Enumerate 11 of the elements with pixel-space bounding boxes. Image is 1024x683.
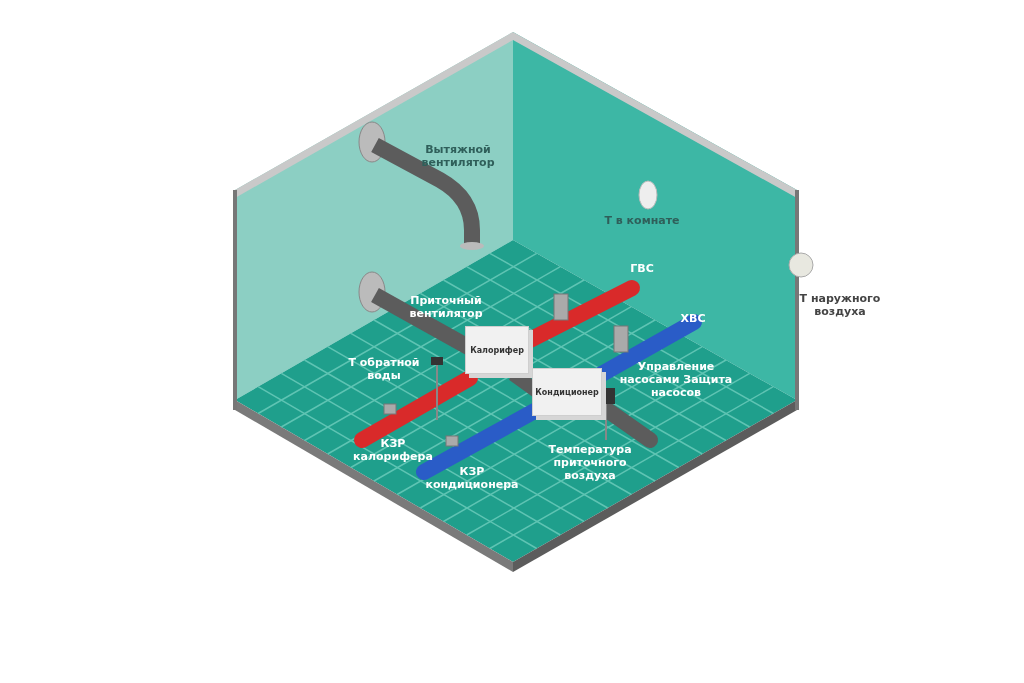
component-label: Приточный вентилятор <box>408 294 484 320</box>
component-label: ХВС <box>679 312 707 325</box>
component-label: Т обратной воды <box>348 356 420 382</box>
component-label: Температура приточного воздуха <box>547 443 633 482</box>
component-label: КЗР кондиционера <box>424 465 520 491</box>
component-label: КЗР калорифера <box>353 437 433 463</box>
component-label: Т наружного воздуха <box>798 292 882 318</box>
component-label: Т в комнате <box>603 214 681 227</box>
component-label: Вытяжной вентилятор <box>420 143 496 169</box>
component-label: ГВС <box>629 262 655 275</box>
component-label: Управление насосами Защита насосов <box>618 360 734 399</box>
